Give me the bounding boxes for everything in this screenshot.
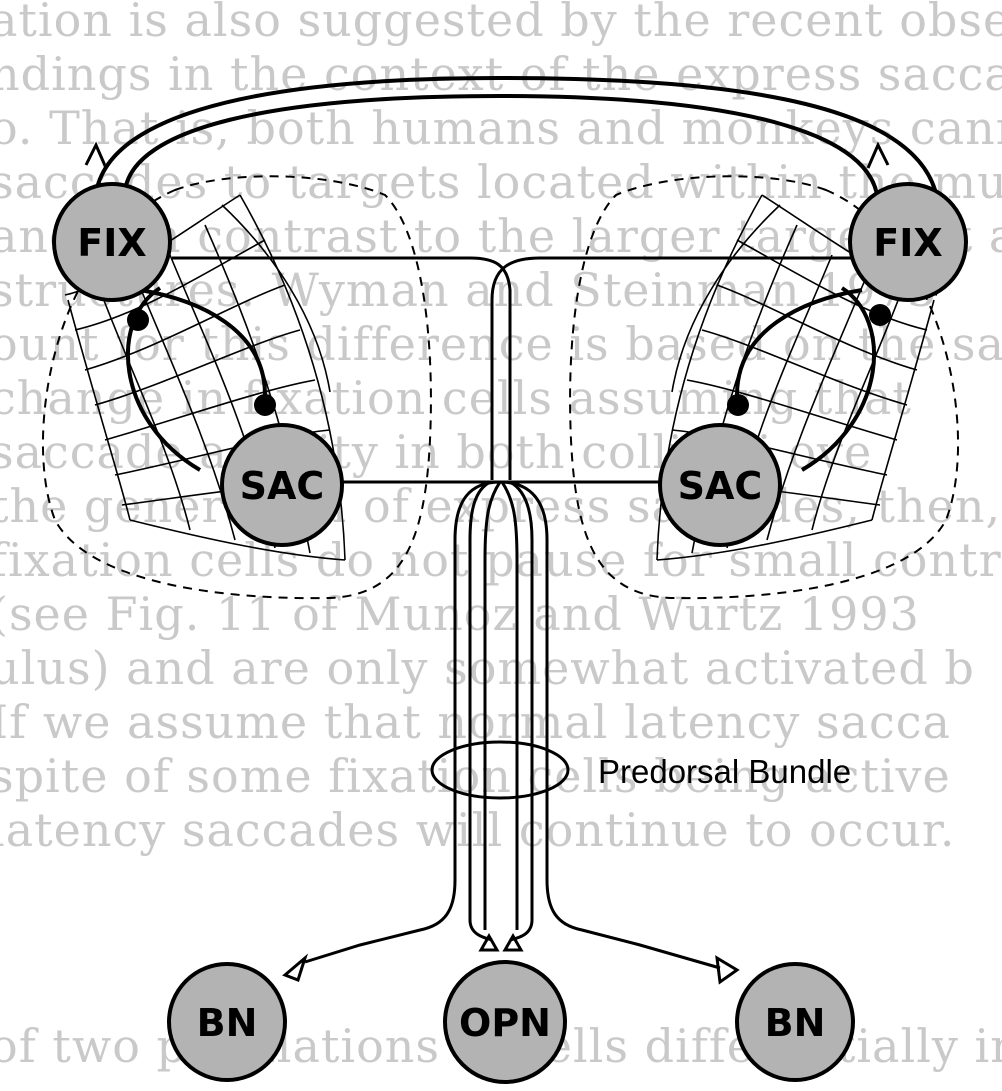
fix-right-horizontal: [490, 256, 852, 480]
arrowhead-left: [84, 141, 108, 169]
bg-line: ation is also suggested by the recent ob…: [0, 0, 1002, 47]
arrowhead-right: [866, 141, 890, 169]
bg-line: saccades to targets located within the m…: [0, 155, 1002, 209]
bg-line: latency saccades will continue to occur.: [0, 803, 955, 857]
predorsal-bundle-ellipse: [430, 740, 570, 800]
predorsal-right-pathway: [499, 480, 721, 970]
bg-line: the generation of express saccades, then…: [0, 479, 1001, 533]
bg-line: ulus) and are only somewhat activated b: [0, 641, 975, 695]
bn-left-label: BN: [197, 1001, 258, 1045]
opn-center-pathway-left: [483, 481, 502, 930]
bn-left-synapse: [282, 953, 309, 982]
fix-right-label: FIX: [873, 221, 942, 265]
sac-right-label: SAC: [678, 464, 763, 508]
fix-left-label: FIX: [77, 221, 146, 265]
opn-label: OPN: [459, 1001, 551, 1045]
left-inhibitory-loop: [125, 286, 267, 472]
opn-synapse-left: [478, 932, 500, 952]
arc-left-to-right: [93, 75, 937, 206]
fix-left-horizontal: [172, 256, 512, 480]
sac-left-node: SAC: [220, 423, 344, 547]
bg-line: spite of some fixation cells being activ…: [0, 749, 951, 803]
bg-line: ount for this difference is based on the…: [0, 317, 1002, 371]
bn-right-label: BN: [765, 1001, 826, 1045]
predorsal-left-pathway: [304, 480, 501, 964]
bn-right-synapse: [715, 955, 740, 985]
left-loop-terminal-sac: [254, 394, 276, 416]
opn-pathway-right: [509, 480, 534, 942]
predorsal-bundle-label: Predorsal Bundle: [598, 753, 851, 790]
right-colliculus-outline: [569, 175, 959, 600]
bn-right-node: BN: [735, 962, 855, 1082]
right-loop-terminal-sac: [727, 394, 749, 416]
left-colliculus-outline: [42, 175, 432, 600]
bg-line: (see Fig. 11 of Munoz and Wurtz 1993: [0, 587, 920, 641]
bg-line: fixation cells do not pause for small co…: [0, 533, 1002, 587]
fix-left-node: FIX: [52, 182, 172, 302]
left-loop-terminal-fix: [127, 309, 149, 331]
sac-right-node: SAC: [658, 423, 782, 547]
bg-line: If we assume that normal latency sacca: [0, 695, 951, 749]
arc-right-to-left: [123, 93, 880, 206]
opn-pathway-left: [468, 480, 493, 942]
bn-left-node: BN: [167, 962, 287, 1082]
sac-left-label: SAC: [240, 464, 325, 508]
bg-line: ndings in the context of the express sac…: [0, 47, 1002, 101]
right-inhibitory-loop: [735, 286, 877, 472]
fix-right-node: FIX: [848, 182, 968, 302]
opn-synapse-right: [502, 932, 524, 952]
right-loop-terminal-fix: [869, 304, 891, 326]
opn-node: OPN: [443, 960, 567, 1084]
opn-center-pathway-right: [500, 481, 519, 930]
